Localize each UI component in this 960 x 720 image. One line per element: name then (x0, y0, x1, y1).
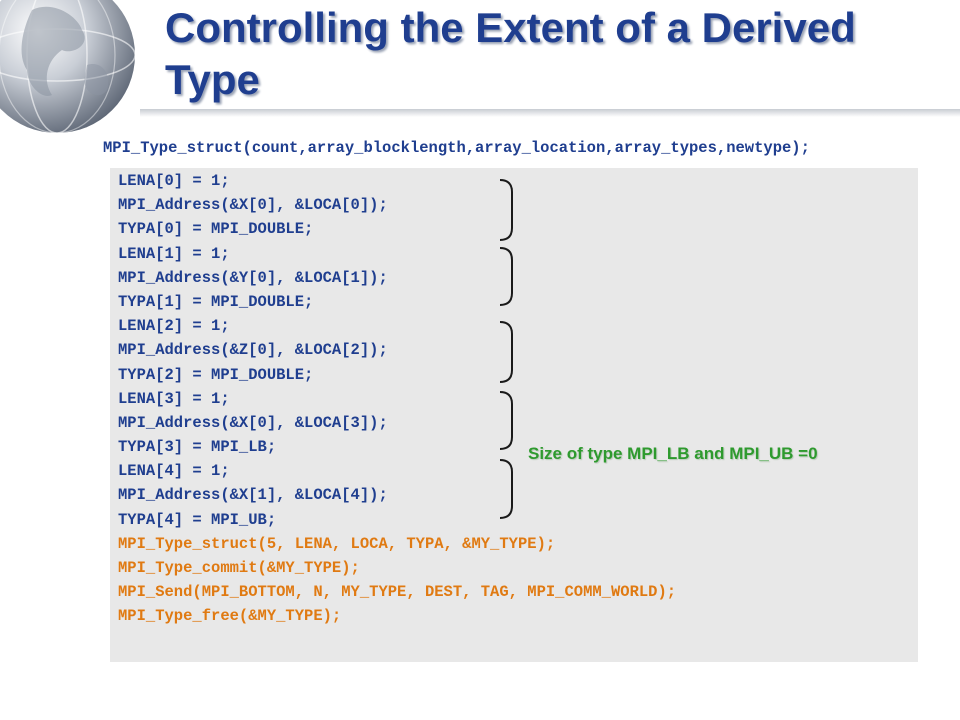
code-line: MPI_Address(&X[0], &LOCA[3]); (118, 413, 388, 432)
code-line: LENA[3] = 1; (118, 389, 230, 408)
code-line: MPI_Send(MPI_BOTTOM, N, MY_TYPE, DEST, T… (118, 583, 677, 602)
code-line: TYPA[1] = MPI_DOUBLE; (118, 292, 314, 311)
code-line: LENA[4] = 1; (118, 462, 230, 481)
code-line: MPI_Type_struct(5, LENA, LOCA, TYPA, &MY… (118, 534, 556, 553)
code-line: MPI_Type_commit(&MY_TYPE); (118, 559, 360, 577)
code-line: LENA[0] = 1; (118, 172, 230, 190)
bracket-group-1 (499, 179, 513, 241)
code-line: MPI_Type_free(&MY_TYPE); (118, 607, 342, 626)
function-signature: MPI_Type_struct(count,array_blocklength,… (103, 139, 810, 157)
code-line: LENA[1] = 1; (118, 244, 230, 263)
code-line: TYPA[4] = MPI_UB; (118, 510, 277, 529)
size-note: Size of type MPI_LB and MPI_UB =0 (528, 444, 818, 463)
globe-icon (0, 0, 136, 134)
bracket-group-2 (499, 247, 513, 306)
code-line: TYPA[2] = MPI_DOUBLE; (118, 365, 314, 384)
code-panel (110, 168, 918, 662)
code-line: MPI_Address(&Z[0], &LOCA[2]); (118, 341, 388, 360)
title-divider (140, 109, 960, 117)
bracket-group-5 (499, 459, 513, 519)
bracket-group-4 (499, 391, 513, 450)
code-line: TYPA[3] = MPI_LB; (118, 438, 277, 457)
bracket-group-3 (499, 321, 513, 383)
slide-title: Controlling the Extent of a Derived Type (165, 4, 856, 103)
code-line: MPI_Address(&X[0], &LOCA[0]); (118, 196, 388, 215)
code-line: MPI_Address(&X[1], &LOCA[4]); (118, 486, 388, 505)
code-block: LENA[0] = 1; MPI_Address(&X[0], &LOCA[0])… (118, 169, 676, 629)
code-line: TYPA[0] = MPI_DOUBLE; (118, 220, 314, 239)
code-line: LENA[2] = 1; (118, 317, 230, 336)
code-line: MPI_Address(&Y[0], &LOCA[1]); (118, 268, 388, 287)
